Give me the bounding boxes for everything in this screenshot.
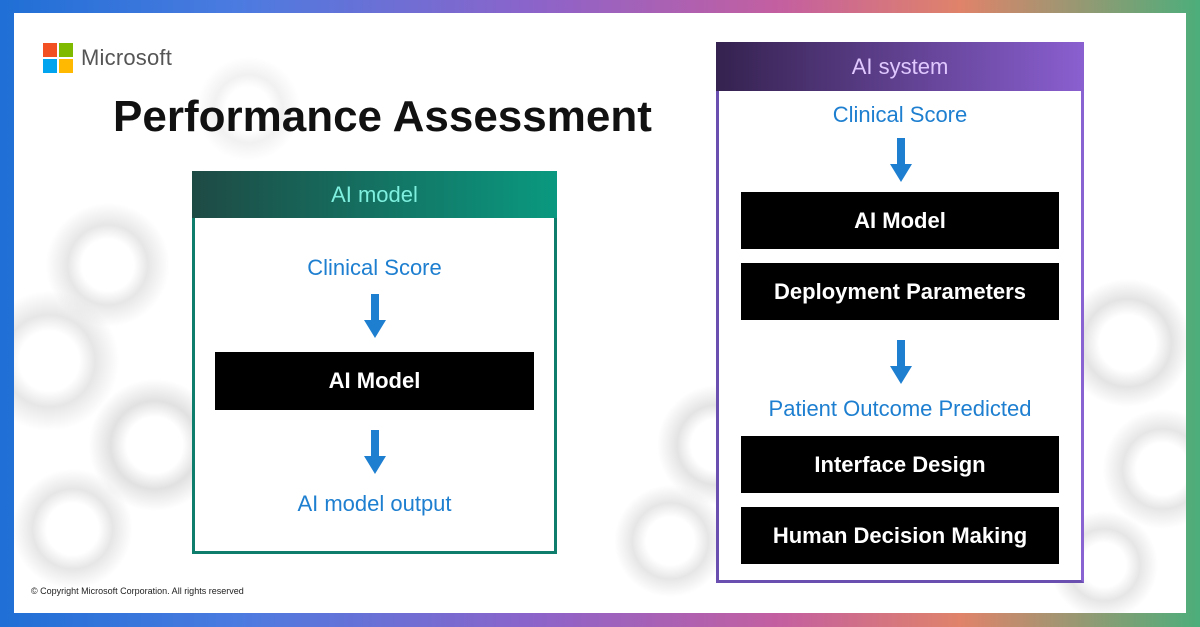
ai-model-panel: AI model Clinical Score AI Model AI mode… [192, 171, 557, 554]
down-arrow-icon [364, 294, 386, 338]
ai-model-box-label: AI Model [328, 368, 421, 393]
logo-square-green [59, 43, 73, 57]
deployment-parameters-box: Deployment Parameters [741, 263, 1059, 320]
copyright-notice: © Copyright Microsoft Corporation. All r… [31, 586, 244, 596]
human-decision-making-box: Human Decision Making [741, 507, 1059, 564]
page-title: Performance Assessment [113, 92, 652, 141]
ai-model-input-label: Clinical Score [307, 255, 442, 280]
ai-system-panel-header: AI system [716, 42, 1084, 91]
down-arrow-icon [890, 340, 912, 384]
patient-outcome-label: Patient Outcome Predicted [768, 396, 1032, 421]
ai-model-header-label: AI model [331, 181, 418, 207]
interface-design-box: Interface Design [741, 436, 1059, 493]
ai-model-box: AI Model [215, 352, 534, 410]
logo-square-yellow [59, 59, 73, 73]
down-arrow-icon [364, 430, 386, 474]
ai-system-model-box: AI Model [741, 192, 1059, 249]
down-arrow-icon [890, 138, 912, 182]
microsoft-logo-icon [43, 43, 73, 73]
ai-system-header-label: AI system [851, 53, 949, 79]
logo-square-blue [43, 59, 57, 73]
deployment-parameters-label: Deployment Parameters [774, 278, 1026, 304]
brand-name: Microsoft [81, 45, 173, 70]
human-decision-making-label: Human Decision Making [772, 522, 1028, 548]
ai-system-panel: AI system Clinical Score AI Model Deploy… [716, 42, 1084, 583]
ai-model-output-label: AI model output [297, 491, 452, 516]
microsoft-logo: Microsoft [43, 43, 172, 73]
ai-system-model-box-label: AI Model [854, 207, 946, 233]
interface-design-label: Interface Design [814, 451, 986, 477]
ai-model-panel-header: AI model [192, 171, 557, 218]
logo-square-red [43, 43, 57, 57]
ai-system-input-label: Clinical Score [832, 102, 968, 127]
